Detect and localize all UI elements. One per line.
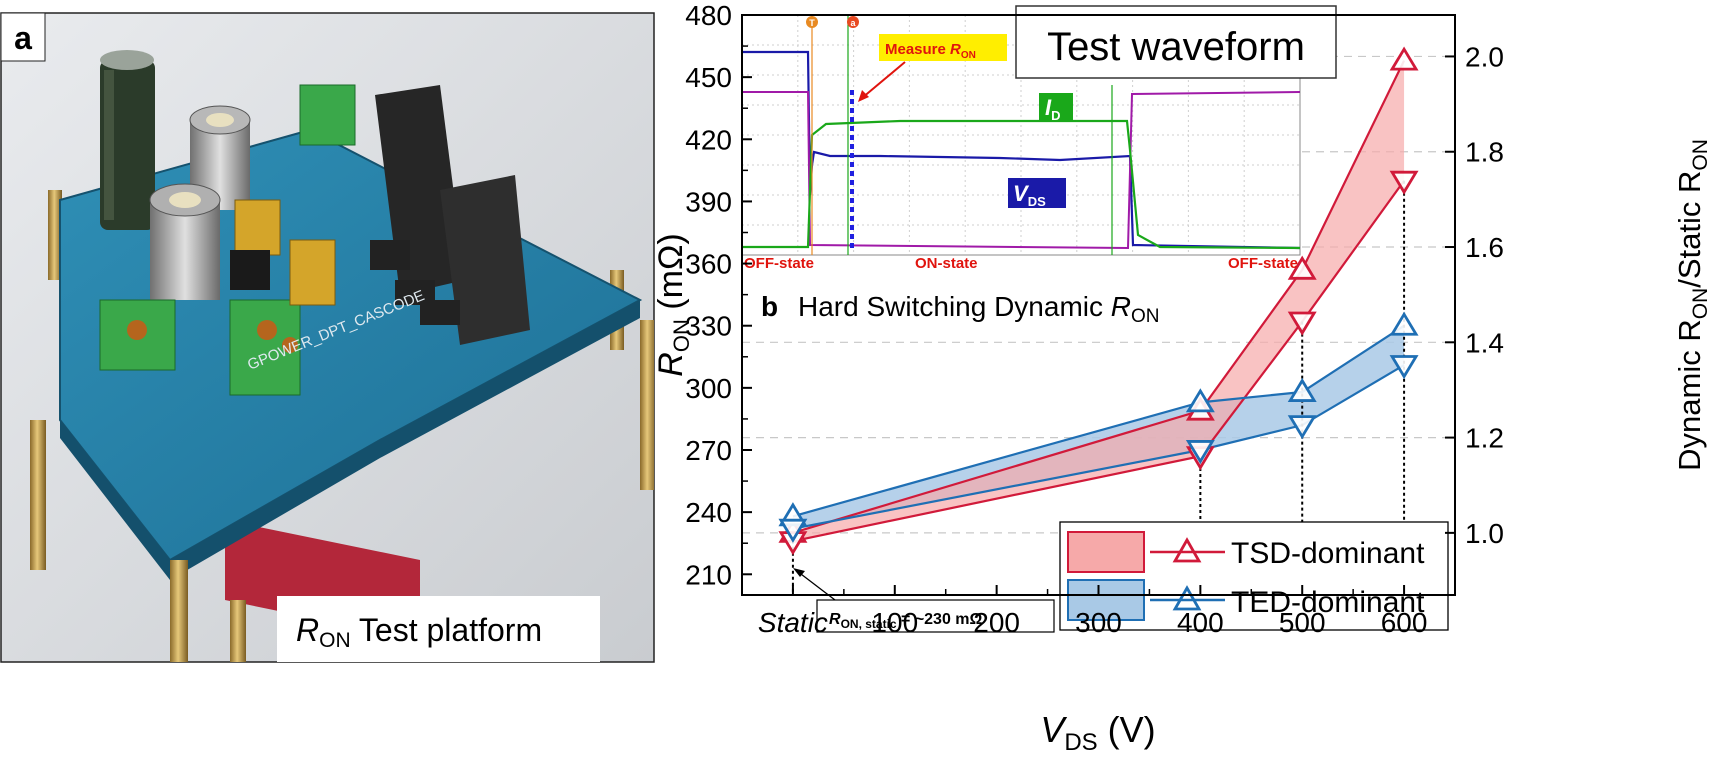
transistor [289,239,336,306]
panel-b: T a Measure RON ID VDS OFF-state ON-stat… [652,0,1712,756]
y2-tick-label: 2.0 [1465,41,1504,72]
legend-marker-ted [1172,585,1202,611]
legend-label-tsd: TSD-dominant [1231,537,1425,570]
data-point-down-triangle [1287,311,1317,336]
measure-ron-label: Measure RON [885,41,976,61]
series-line-ted-lower [792,364,1405,530]
bnc-connector-2 [149,183,221,300]
y2-tick-label: 1.2 [1465,423,1504,454]
header-pins [370,240,460,325]
x-tick-label: 400 [1177,607,1224,638]
x-tick-label: 200 [973,607,1020,638]
inset-title-box [1015,5,1337,79]
standoff [170,560,188,662]
y-tick-label: 270 [685,435,732,466]
x-tick-label: 300 [1075,607,1122,638]
inset-title: Test waveform [1047,25,1305,69]
static-annotation-box [816,599,1055,633]
legend: TSD-dominant TED-dominant [1059,521,1449,631]
vds-label: VDS [1013,181,1046,209]
test-board-photo: GPOWER_DPT_CASCODE [30,50,654,662]
y-tick-label: 480 [685,0,732,31]
panel-b-label: b [761,291,778,322]
x-tick-label: Static [758,607,828,638]
off-state-left-label: OFF-state [744,255,814,272]
panel-a: GPOWER_DPT_CASCODE a RON Test platform [0,12,655,663]
measure-arrow [861,61,906,99]
y-tick-label: 360 [685,249,732,280]
id-trace [742,119,1301,250]
standoff [30,420,46,570]
standoff [640,320,654,490]
data-point-down-triangle [1389,355,1419,380]
data-point-up-triangle [1389,46,1419,71]
y-axis-ticks: 210 240 270 300 330 360 390 420 450 480 [685,0,752,590]
gate-trace [742,91,1301,250]
y-tick-label: 330 [685,311,732,342]
data-point-down-triangle [778,518,808,543]
x-tick-label: 100 [871,607,918,638]
relay [440,175,530,345]
series-area-tsd [792,60,1405,542]
transistor [230,250,270,290]
x-axis-label: VDS (V) [1040,709,1155,755]
legend-swatch-ted [1067,579,1145,621]
terminal-block [299,84,356,146]
standoff [230,600,246,662]
platform-caption: RON Test platform [296,612,542,652]
y-tick-label: 420 [685,124,732,155]
transistor [234,199,281,256]
platform-caption-box [277,596,600,662]
series-line-ted-upper [792,324,1405,518]
y2-axis-label: Dynamic RON/Static RON [1672,139,1712,471]
on-state-label: ON-state [915,255,978,272]
data-point-up-triangle [1389,311,1419,336]
x-tick-label: 500 [1279,607,1326,638]
vds-label-bg [1008,178,1066,208]
y2-tick-label: 1.4 [1465,327,1504,358]
cursor-t-badge [806,16,818,28]
off-state-right-label: OFF-state [1228,255,1298,272]
x-axis-ticks: Static 100 200 300 400 500 600 [758,585,1428,638]
x-tick-label: 600 [1381,607,1428,638]
series-line-tsd-lower [792,180,1405,543]
data-point-up-triangle [1185,388,1215,413]
y-tick-label: 210 [685,559,732,590]
measure-ron-label-bg [879,34,1007,61]
data-point-down-triangle [1287,415,1317,440]
static-annotation: RON, static = ~230 mΩ [829,611,983,631]
inset-waveform: T a Measure RON ID VDS OFF-state ON-stat… [741,5,1337,272]
legend-marker-tsd [1172,537,1202,563]
data-point-up-triangle [1287,255,1317,280]
cursor-a-badge [847,16,859,28]
data-point-up-triangle [1287,377,1317,402]
y-tick-label: 450 [685,62,732,93]
data-point-down-triangle [1389,170,1419,195]
legend-swatch-tsd [1067,531,1145,573]
series-line-tsd-upper [792,60,1406,534]
panel-a-label-box [0,12,46,62]
chart-title: Hard Switching Dynamic RON [798,291,1160,327]
id-label: ID [1045,95,1061,123]
svg-text:a: a [850,18,856,28]
panel-a-label: a [14,20,32,56]
series-area-ted [792,325,1405,529]
y2-tick-label: 1.6 [1465,232,1504,263]
y2-tick-label: 1.0 [1465,518,1504,549]
id-label-bg [1039,93,1073,121]
svg-text:T: T [809,18,815,28]
data-point-down-triangle [1185,440,1215,465]
y2-axis-ticks: 1.0 1.2 1.4 1.6 1.8 2.0 [1445,41,1504,549]
y-tick-label: 390 [685,186,732,217]
series-areas [792,60,1406,543]
legend-label-ted: TED-dominant [1231,586,1425,619]
series-markers [778,46,1419,556]
y-tick-label: 300 [685,373,732,404]
y-axis-label: RON (mΩ) [652,233,694,376]
y-tick-label: 240 [685,497,732,528]
y2-tick-label: 1.8 [1465,137,1504,168]
